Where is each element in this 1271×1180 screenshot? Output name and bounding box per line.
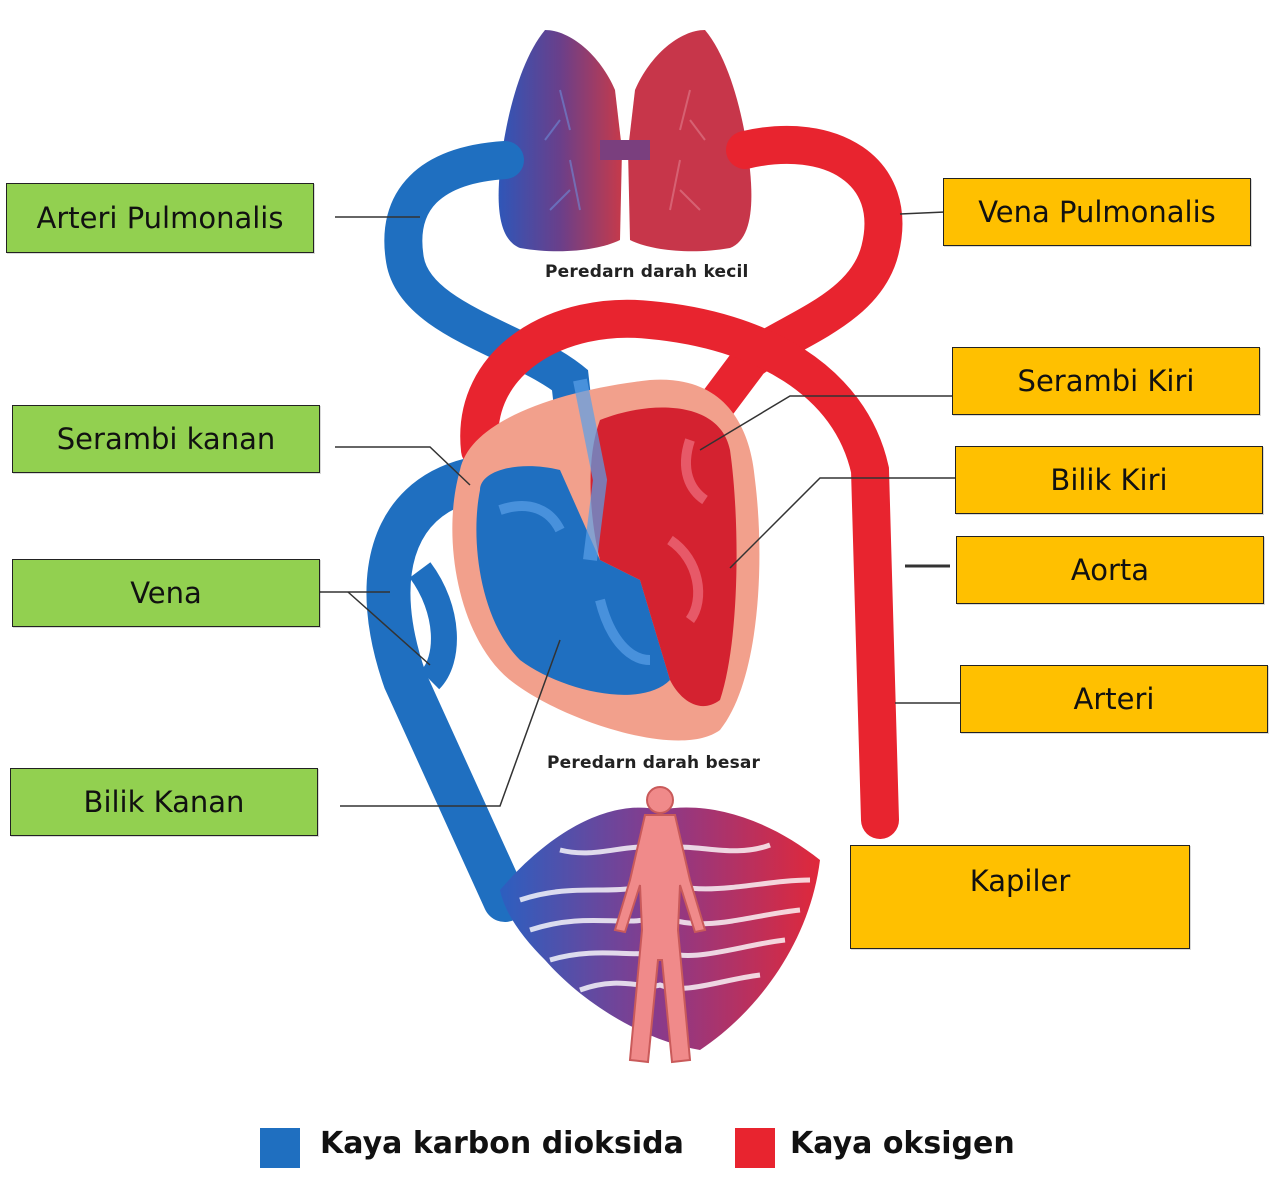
legend-label-carbon-dioxide: Kaya karbon dioksida	[320, 1126, 684, 1161]
caption-small-circulation: Peredarn darah kecil	[545, 262, 749, 282]
label-serambi-kiri: Serambi Kiri	[952, 347, 1260, 415]
legend-label-oxygen: Kaya oksigen	[790, 1126, 1015, 1161]
label-vena-pulmonalis: Vena Pulmonalis	[943, 178, 1251, 246]
label-serambi-kanan: Serambi kanan	[12, 405, 320, 473]
label-bilik-kanan: Bilik Kanan	[10, 768, 318, 836]
label-vena: Vena	[12, 559, 320, 627]
label-arteri: Arteri	[960, 665, 1268, 733]
legend-swatch-oxygen	[735, 1128, 775, 1168]
label-kapiler: Kapiler	[850, 845, 1190, 949]
lungs	[499, 30, 752, 251]
caption-large-circulation: Peredarn darah besar	[547, 753, 760, 773]
label-aorta: Aorta	[956, 536, 1264, 604]
legend-swatch-carbon-dioxide	[260, 1128, 300, 1168]
heart	[452, 380, 759, 741]
lung-bridge	[600, 140, 650, 160]
label-arteri-pulmonalis: Arteri Pulmonalis	[6, 183, 314, 253]
label-bilik-kiri: Bilik Kiri	[955, 446, 1263, 514]
